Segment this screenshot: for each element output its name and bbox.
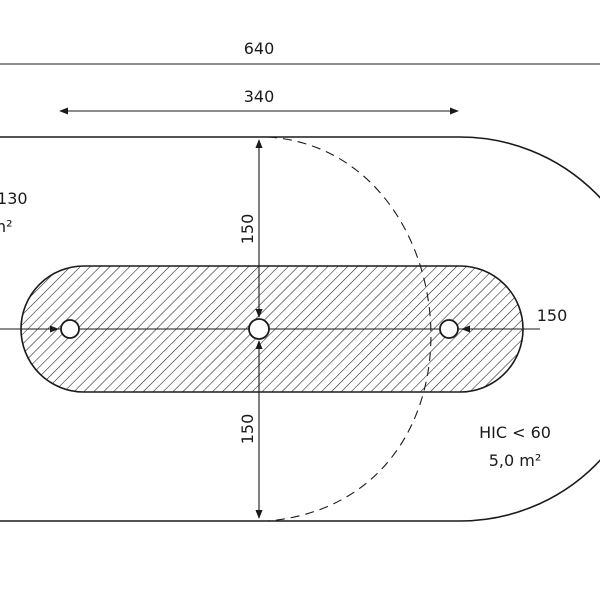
- label-clearance-side: 150: [537, 306, 568, 325]
- post-right: [439, 319, 459, 339]
- label-right-hic: HIC < 60: [479, 423, 551, 442]
- label-equipment-length: 340: [244, 87, 275, 106]
- post-center: [248, 318, 270, 340]
- label-total-length: 640: [244, 39, 275, 58]
- label-left-hic: HIC 130: [0, 189, 28, 208]
- post-left: [60, 319, 80, 339]
- label-right-area: 5,0 m²: [489, 451, 542, 470]
- label-clearance-top: 150: [238, 214, 257, 245]
- label-clearance-bottom: 150: [238, 414, 257, 445]
- label-left-area: 4,5 m²: [0, 217, 13, 236]
- outer-safety-zone: [0, 136, 600, 522]
